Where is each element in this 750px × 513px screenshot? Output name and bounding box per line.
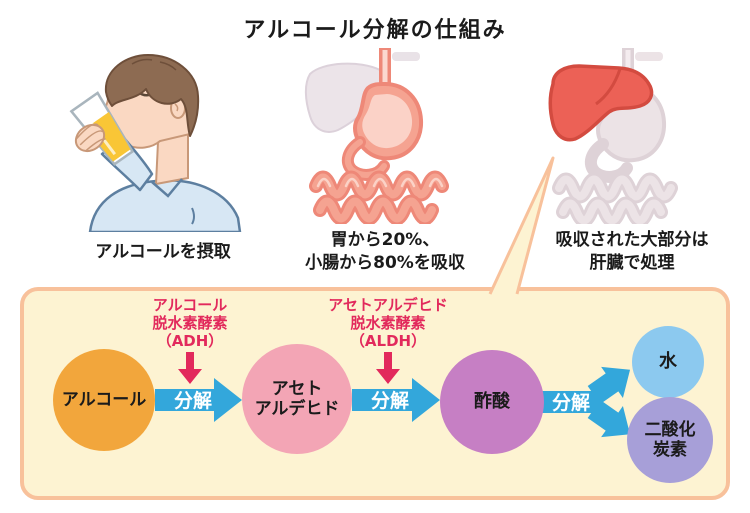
enzyme-label-aldh: アセトアルデヒド 脱水素酵素 （ALDH） bbox=[288, 296, 488, 350]
caption-line: 吸収された大部分は bbox=[555, 230, 709, 250]
breakdown-arrow-3-shaft bbox=[542, 391, 600, 413]
caption-absorption: 胃から20%、 小腸から80%を吸収 bbox=[265, 228, 505, 276]
enzyme-line: （ADH） bbox=[156, 332, 224, 350]
node-label: アルコール bbox=[61, 389, 147, 410]
figure-person-drinking bbox=[40, 42, 260, 234]
node-label: アセト bbox=[271, 378, 323, 399]
node-label: 酢酸 bbox=[474, 391, 510, 413]
node-carbon-dioxide: 二酸化 炭素 bbox=[627, 397, 713, 483]
node-label: 水 bbox=[659, 351, 677, 373]
flow-arrows: 分解 分解 分解 bbox=[155, 352, 631, 438]
enzyme-line: アルコール bbox=[152, 296, 228, 314]
caption-liver-processing: 吸収された大部分は 肝臓で処理 bbox=[512, 228, 750, 276]
callout-wedge bbox=[488, 156, 555, 295]
caption-line: 胃から20%、 bbox=[330, 230, 440, 250]
enzyme-line: 脱水素酵素 bbox=[152, 314, 228, 332]
node-acetic-acid: 酢酸 bbox=[440, 350, 544, 454]
stomach-intestine-icon bbox=[304, 48, 449, 226]
person-drinking-icon bbox=[69, 54, 242, 234]
breakdown-arrow-2 bbox=[352, 378, 440, 422]
breakdown-arrow-3-lower bbox=[587, 399, 631, 438]
enzyme-line: （ALDH） bbox=[349, 332, 427, 350]
caption-line: アルコールを摂取 bbox=[95, 241, 231, 262]
enzyme-arrow-aldh bbox=[376, 352, 400, 384]
breakdown-arrow-1 bbox=[155, 378, 242, 422]
breakdown-arrow-3-label: 分解 bbox=[552, 391, 590, 414]
breakdown-arrow-3-upper bbox=[587, 366, 631, 405]
node-label: 炭素 bbox=[653, 440, 687, 460]
enzyme-arrow-adh bbox=[178, 352, 202, 384]
enzyme-line: アセトアルデヒド bbox=[328, 296, 448, 314]
node-water: 水 bbox=[632, 326, 704, 398]
node-label: アルデヒド bbox=[254, 399, 340, 419]
breakdown-arrow-2-label: 分解 bbox=[371, 389, 409, 412]
node-acetaldehyde: アセト アルデヒド bbox=[242, 344, 352, 454]
node-alcohol: アルコール bbox=[53, 349, 155, 451]
liver-icon bbox=[548, 48, 678, 228]
page-title: アルコール分解の仕組み bbox=[243, 18, 507, 43]
figure-liver bbox=[523, 44, 723, 228]
enzyme-line: 脱水素酵素 bbox=[350, 314, 426, 332]
figure-digestive-tract bbox=[288, 44, 478, 226]
node-label: 二酸化 bbox=[644, 419, 696, 440]
caption-line: 肝臓で処理 bbox=[589, 253, 675, 273]
caption-line: 小腸から80%を吸収 bbox=[305, 253, 465, 273]
breakdown-arrow-1-label: 分解 bbox=[174, 389, 212, 412]
breakdown-panel: 分解 分解 分解 アルコール 脱水素酵素 （ADH） アセトアルデヒド 脱水素酵… bbox=[20, 287, 730, 500]
caption-intake: アルコールを摂取 bbox=[43, 228, 283, 276]
enzyme-label-adh: アルコール 脱水素酵素 （ADH） bbox=[90, 296, 290, 350]
